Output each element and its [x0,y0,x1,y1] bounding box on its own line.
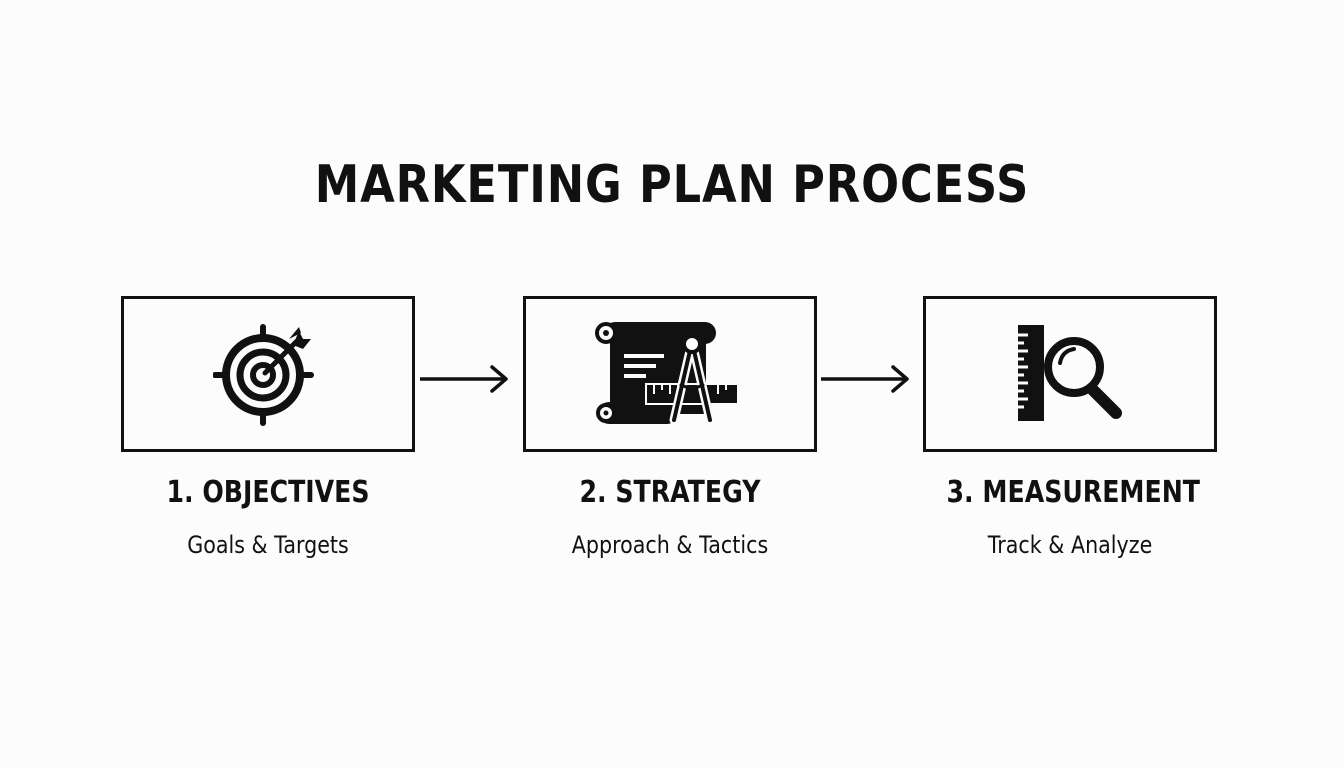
step-box-objectives [121,296,415,452]
step-label-measurement: 3. MEASUREMENT [946,475,1201,510]
target-arrow-icon [213,324,314,426]
arrow-2-to-3 [821,365,909,393]
page-title: MARKETING PLAN PROCESS [314,155,1030,215]
step-box-strategy [523,296,817,452]
blueprint-compass-icon [595,322,739,425]
step-subtitle-objectives: Goals & Targets [187,531,349,559]
step-box-measurement [923,296,1217,452]
arrow-1-to-2 [420,365,508,393]
step-subtitle-strategy: Approach & Tactics [571,531,769,559]
step-label-strategy: 2. STRATEGY [579,475,761,510]
step-subtitle-measurement: Track & Analyze [987,531,1153,559]
step-label-objectives: 1. OBJECTIVES [166,475,370,510]
ruler-magnifier-icon [1018,325,1122,421]
